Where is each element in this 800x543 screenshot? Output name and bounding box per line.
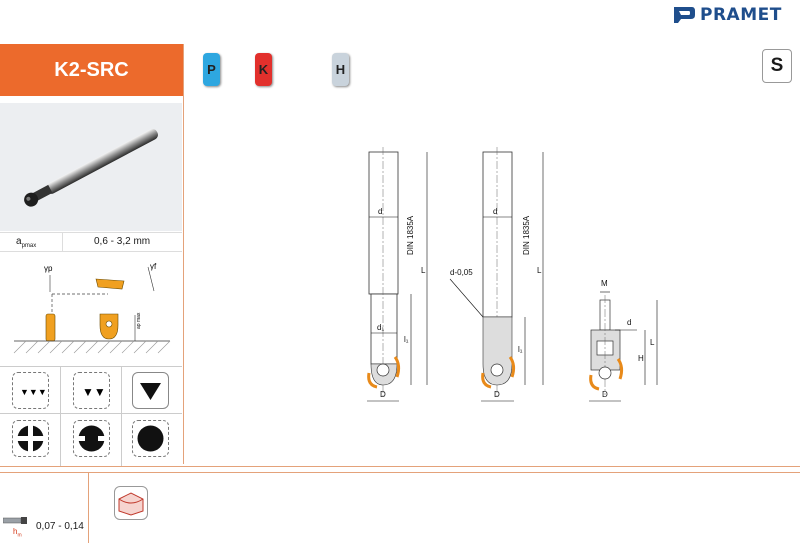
light-cut-icon: ▼▼▼ (12, 372, 49, 409)
din-label-2: DIN 1835A (522, 215, 531, 255)
profile-milling-icon (114, 486, 148, 520)
bottom-divider (88, 473, 89, 543)
brand-name: PRAMET (700, 5, 782, 25)
interrupted-cut-icon (12, 420, 49, 457)
ap-value: 0,6 - 3,2 mm (94, 236, 151, 247)
feed-value: 0,07 - 0,14 (36, 521, 84, 532)
tool-drawing-2: d d-0,05 D L l₁ DIN 1835A (449, 147, 544, 402)
technical-drawing: d d₁ D L l₁ DIN 1835A d d-0,05 D (355, 145, 675, 410)
iso-badge-k: K (255, 53, 272, 86)
geometry-diagram: γp γf ap max (0, 257, 182, 357)
tool-drawing-1: d d₁ D L l₁ DIN 1835A (367, 147, 428, 402)
L-label-1: L (421, 266, 426, 275)
D-label-1: D (380, 390, 386, 399)
continuous-cut-icon (132, 420, 169, 457)
separator-line (0, 466, 800, 467)
D-label-2: D (494, 390, 500, 399)
parameter-row: apmax 0,6 - 3,2 mm (0, 232, 182, 252)
l1-label-1: l₁ (404, 335, 409, 344)
d-label-1: d (378, 207, 382, 216)
L-label-2: L (537, 266, 542, 275)
chamfer-label: d-0,05 (450, 268, 473, 277)
feed-tool-icon (3, 517, 27, 524)
d-label-3: d (627, 318, 631, 327)
page-title: K2-SRC (0, 44, 183, 96)
tool-drawing-3: M d H L D (589, 279, 658, 402)
svg-text:▼▼▼: ▼▼▼ (20, 387, 47, 397)
column-divider (183, 44, 184, 464)
gamma-p-label: γp (44, 264, 53, 273)
D-label-3: D (602, 390, 608, 399)
ap-small-label: ap max (136, 312, 142, 329)
svg-text:▼▼: ▼▼ (82, 385, 106, 399)
pramet-logo-icon (674, 7, 695, 23)
feed-label: hm (13, 527, 22, 539)
s-badge: S (762, 49, 792, 83)
L-label-3: L (650, 338, 655, 347)
semi-interrupted-icon (73, 420, 110, 457)
iso-badge-p: P (203, 53, 220, 86)
M-label: M (601, 279, 608, 288)
H-label: H (638, 354, 644, 363)
separator-line (0, 472, 800, 473)
d-label-2: d (493, 207, 497, 216)
application-icons: ▼▼▼ ▼▼ (0, 366, 182, 466)
iso-badge-h: H (332, 53, 349, 86)
ap-label: apmax (16, 236, 37, 249)
din-label-1: DIN 1835A (406, 215, 415, 255)
cutter-photo (0, 103, 182, 231)
d1-label: d₁ (377, 323, 384, 332)
brand: PRAMET (672, 4, 794, 26)
l1-label-2: l₁ (518, 345, 523, 354)
gamma-f-label: γf (150, 262, 157, 271)
heavy-cut-icon (132, 372, 169, 409)
medium-cut-icon: ▼▼ (73, 372, 110, 409)
